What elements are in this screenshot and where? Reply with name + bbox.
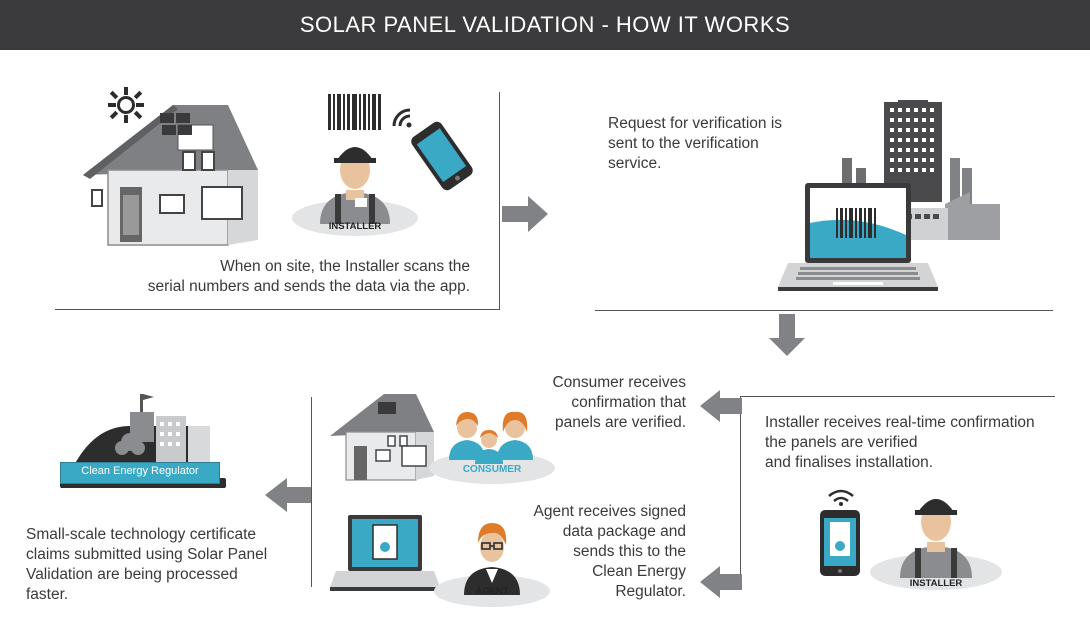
installer-scan-text: When on site, the Installer scans the se…	[147, 258, 470, 295]
consumer-text: Consumer receives confirmation that pane…	[552, 374, 686, 431]
divider-vertical-right	[740, 396, 741, 588]
wifi-icon	[828, 489, 854, 506]
page-title: SOLAR PANEL VALIDATION - HOW IT WORKS	[299, 12, 791, 37]
arrow-left-icon	[700, 390, 742, 422]
wifi-icon	[392, 108, 412, 128]
laptop-icon	[778, 183, 938, 291]
agent-text: Agent receives signed data package and s…	[533, 503, 686, 600]
consumer-family-icon	[429, 411, 555, 484]
installer-icon	[292, 147, 418, 236]
regulator-badge	[60, 462, 220, 484]
installer-confirm-text: Installer receives real-time confirmatio…	[765, 414, 1035, 471]
house-icon	[330, 394, 434, 481]
installer-icon	[870, 499, 1002, 590]
agent-badge-label: AGENT	[475, 586, 509, 597]
divider-top-left	[55, 309, 500, 310]
arrow-left-icon	[265, 478, 311, 512]
arrow-down-icon	[769, 314, 805, 356]
arrow-left-icon	[700, 566, 742, 598]
divider-vertical-top	[499, 92, 500, 310]
divider-top-right	[595, 310, 1053, 311]
arrow-right-icon	[502, 196, 548, 232]
barcode-icon	[328, 94, 381, 130]
title-bar: SOLAR PANEL VALIDATION - HOW IT WORKS	[0, 0, 1090, 50]
laptop-icon	[330, 515, 440, 591]
phone-icon	[411, 121, 473, 191]
installer-badge-label: INSTALLER	[328, 221, 382, 232]
request-text: Request for verification is sent to the …	[608, 115, 783, 172]
installer-badge-label-bottom: INSTALLER	[909, 578, 963, 589]
regulator-badge-label: Clean Energy Regulator	[81, 465, 199, 477]
agent-icon	[434, 523, 550, 607]
sun-icon	[108, 87, 144, 123]
house-icon	[83, 105, 258, 246]
divider-bottom-right-top	[740, 396, 1055, 397]
consumer-badge-label: CONSUMER	[462, 464, 522, 475]
divider-vertical-left	[311, 397, 312, 587]
certificate-icon	[820, 510, 860, 576]
regulator-text: Small-scale technology certificate claim…	[26, 526, 268, 603]
